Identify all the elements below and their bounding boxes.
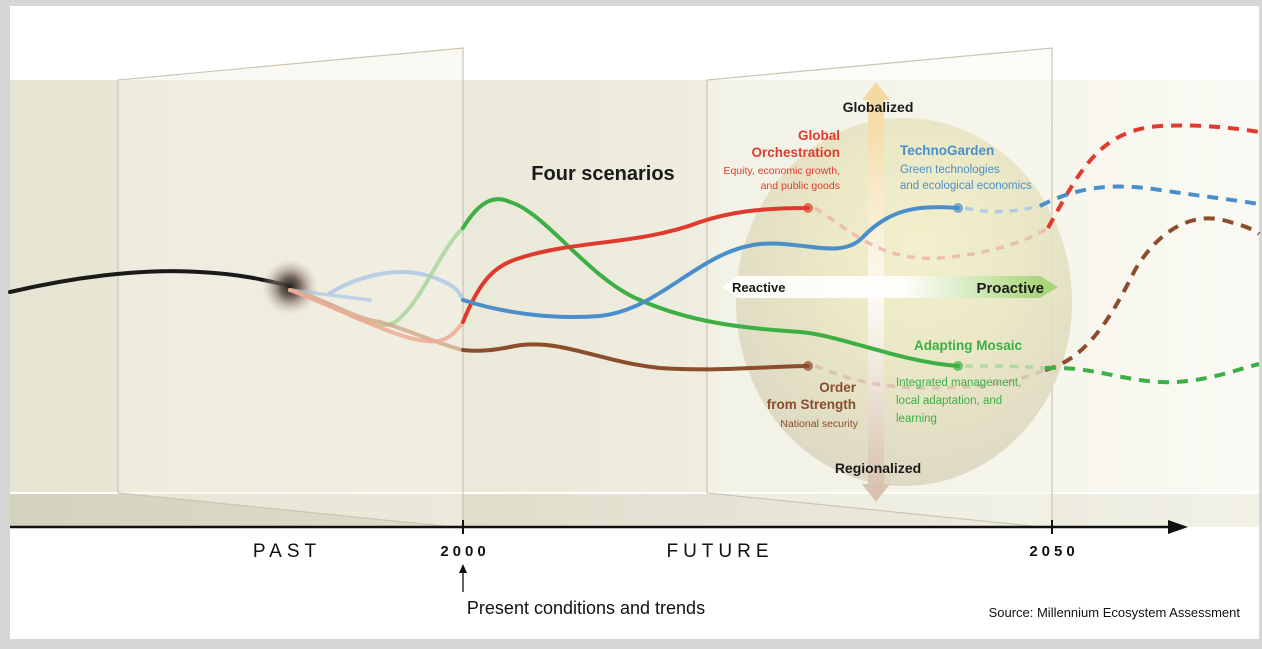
future-order-from-strength: [1044, 216, 1261, 372]
path-order-from-strength: [461, 342, 810, 372]
timeline-arrowhead: [1168, 520, 1188, 534]
desc-adapting-mosaic-line3: learning: [896, 413, 937, 425]
year-2050: 2050: [1029, 543, 1078, 560]
path-techno-garden: [461, 205, 960, 320]
branch-order-past: [288, 288, 465, 352]
axis-label-globalized: Globalized: [843, 99, 914, 115]
axis-label-reactive: Reactive: [732, 280, 785, 295]
branch-techno-past: [328, 270, 465, 302]
label-global-orchestration-line1: Global: [798, 128, 840, 143]
label-order-from-strength-line2: from Strength: [767, 397, 856, 412]
desc-techno-garden-line2: and ecological economics: [900, 180, 1032, 192]
path-global-orchestration: [461, 206, 810, 324]
desc-global-orchestration-line2: and public goods: [761, 180, 840, 192]
label-order-from-strength-line1: Order: [819, 380, 857, 395]
year-2000: 2000: [440, 543, 489, 560]
future-techno-garden: [1039, 184, 1260, 208]
future-adapting-mosaic: [1044, 362, 1260, 385]
horizontal-axis-arrow: [722, 276, 1058, 298]
desc-global-orchestration-line1: Equity, economic growth,: [723, 165, 840, 177]
axis-label-regionalized: Regionalized: [835, 460, 921, 476]
branch-global-past: [288, 288, 465, 344]
diagram-title: Four scenarios: [531, 163, 674, 185]
label-techno-garden: TechnoGarden: [900, 143, 994, 158]
axis-label-proactive: Proactive: [976, 280, 1044, 297]
desc-techno-garden-line1: Green technologies: [900, 164, 1000, 176]
desc-order-from-strength: National security: [780, 418, 858, 430]
label-global-orchestration-line2: Orchestration: [751, 145, 840, 160]
desc-adapting-mosaic-line2: local adaptation, and: [896, 395, 1002, 407]
present-conditions-label: Present conditions and trends: [467, 598, 705, 618]
dash-global-inner: [814, 206, 1049, 261]
present-state-blob: [262, 259, 318, 315]
history-line: [8, 269, 292, 294]
source-credit: Source: Millennium Ecosystem Assessment: [989, 605, 1241, 620]
timeline-label-future: FUTURE: [666, 541, 773, 562]
desc-adapting-mosaic-line1: Integrated management,: [896, 377, 1021, 389]
timeline-label-past: PAST: [253, 541, 321, 562]
future-global-orchestration: [1046, 123, 1260, 229]
label-adapting-mosaic: Adapting Mosaic: [914, 338, 1022, 353]
